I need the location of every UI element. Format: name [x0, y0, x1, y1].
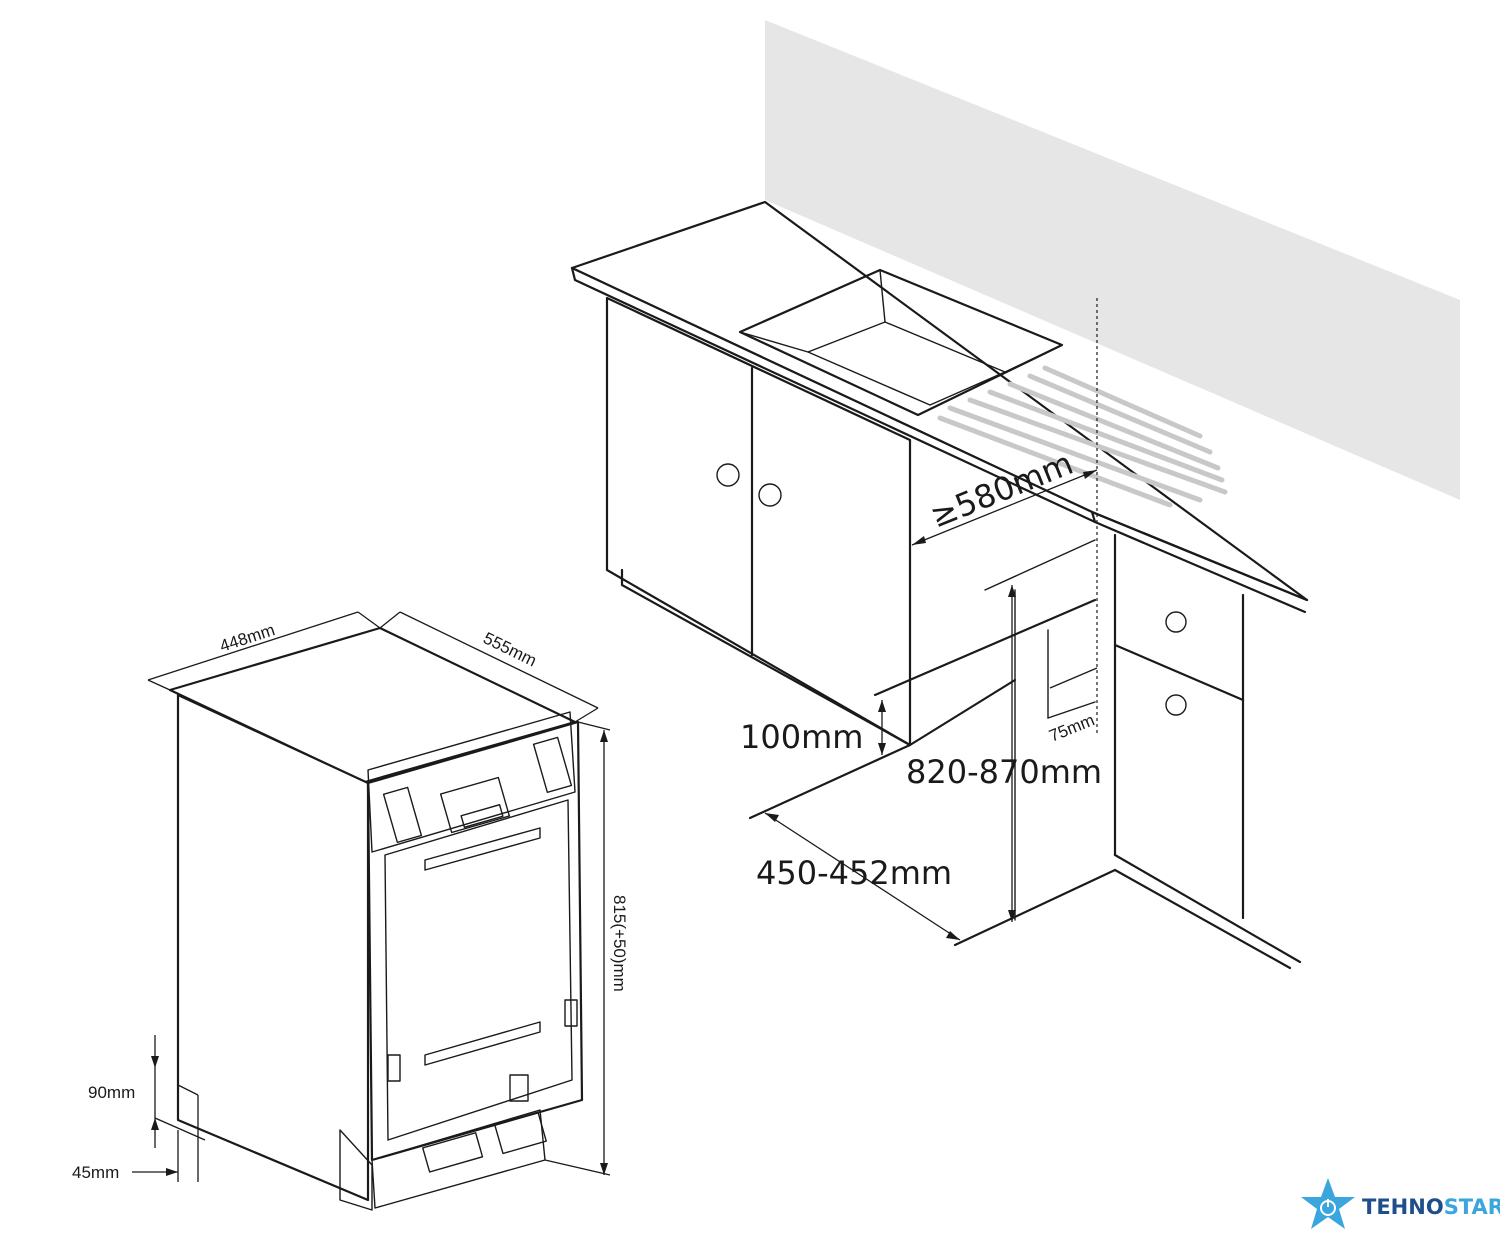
door-handle-slots: [424, 827, 541, 1066]
label-niche-height: 820-870mm: [906, 753, 1102, 791]
label-dw-height: 815(+50)mm: [610, 895, 629, 992]
hinge-detail: [387, 1054, 401, 1082]
dim-dw-height: 815(+50)mm: [544, 721, 629, 1176]
sink: [738, 268, 1064, 417]
kitchen-scene: ≥580mm 100mm 820-870mm 75mm 450-452mm: [570, 20, 1460, 970]
dim-niche-height: 820-870mm: [906, 585, 1102, 922]
dishwasher-front: [366, 720, 584, 1162]
label-plinth-height: 100mm: [740, 718, 863, 756]
dim-foot-height: 90mm: [88, 1035, 206, 1148]
dim-plinth: 100mm: [740, 700, 886, 756]
label-foot-height: 90mm: [88, 1083, 135, 1102]
dishwasher-niche: [873, 539, 1097, 921]
hinge-detail: [564, 999, 578, 1027]
dishwasher-side: [176, 693, 370, 1202]
star-power-icon: [1301, 1178, 1355, 1229]
dim-niche-depth: 450-452mm: [756, 812, 961, 941]
brand-name: TEHNOSTAR: [1362, 1195, 1500, 1219]
drainboard-hatch: [937, 365, 1228, 508]
drawer-knob: [1165, 611, 1187, 633]
cabinet-knob: [1165, 694, 1187, 716]
brand-logo: TEHNOSTAR: [1301, 1178, 1500, 1229]
label-dw-depth: 555mm: [480, 629, 539, 671]
cabinet-knob: [758, 483, 782, 507]
wall-backsplash: [765, 20, 1460, 500]
dim-offset: 75mm: [1046, 667, 1097, 746]
label-dw-width: 448mm: [217, 620, 277, 656]
dishwasher: 448mm 555mm 815(+50)mm 90mm: [72, 611, 629, 1211]
latch-detail: [509, 1074, 529, 1102]
label-niche-depth: 450-452mm: [756, 854, 952, 892]
control-strip: [367, 711, 576, 853]
dim-foot-depth: 45mm: [72, 1095, 199, 1182]
floor-line: [748, 743, 1117, 947]
cabinet-knob: [716, 463, 740, 487]
right-cabinet: [1113, 533, 1302, 970]
label-foot-depth: 45mm: [72, 1163, 119, 1182]
